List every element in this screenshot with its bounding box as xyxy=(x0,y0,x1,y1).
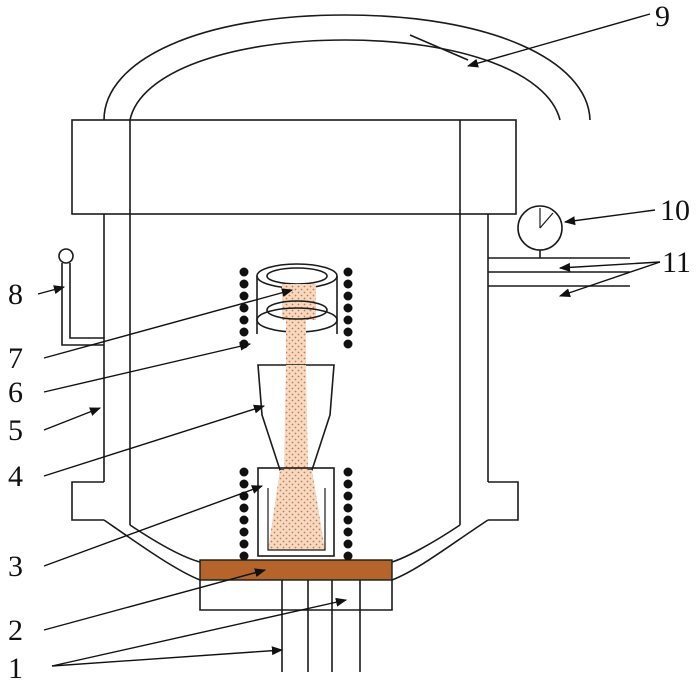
label-11: 11 xyxy=(662,246,691,279)
dome-lid xyxy=(103,14,591,121)
label-10: 10 xyxy=(660,194,690,227)
upper-flange xyxy=(71,119,517,215)
bottom-induction-coil xyxy=(239,467,353,561)
top-induction-coil xyxy=(239,267,353,349)
melt-stream xyxy=(286,320,306,365)
pressure-gauge xyxy=(517,205,563,258)
label-7: 7 xyxy=(8,342,23,375)
label-3: 3 xyxy=(8,550,23,583)
leader-lines xyxy=(37,13,661,667)
bottom-mold xyxy=(257,467,335,557)
funnel xyxy=(257,364,335,471)
label-9: 9 xyxy=(655,0,670,33)
label-6: 6 xyxy=(8,376,23,409)
copper-plate xyxy=(199,559,393,581)
labels: 1 2 3 4 5 6 7 8 9 10 11 xyxy=(8,0,691,685)
support-rods xyxy=(281,580,361,672)
label-1: 1 xyxy=(8,652,23,685)
label-4: 4 xyxy=(8,460,23,493)
observation-window xyxy=(409,34,469,61)
top-crucible xyxy=(256,263,338,334)
thermocouple-probe xyxy=(58,248,104,346)
label-8: 8 xyxy=(8,278,23,311)
label-2: 2 xyxy=(8,614,23,647)
gas-ports xyxy=(488,257,630,287)
label-5: 5 xyxy=(8,414,23,447)
